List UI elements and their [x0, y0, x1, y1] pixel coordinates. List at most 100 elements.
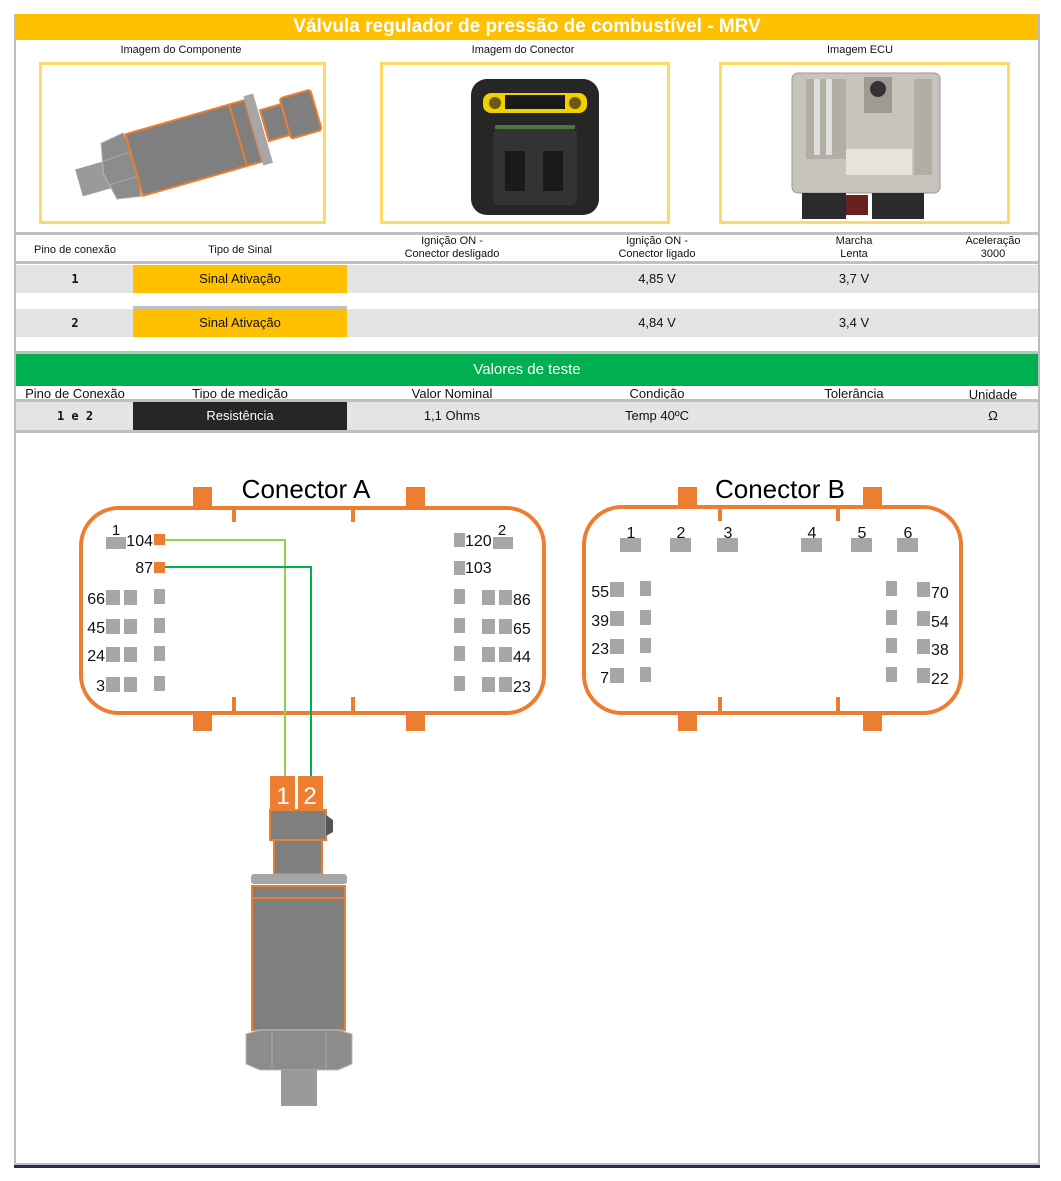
pin-b-22 — [917, 668, 930, 683]
component-neck — [273, 839, 323, 875]
component-pin-2-label: 2 — [303, 783, 316, 810]
pin-b-4 — [801, 538, 822, 552]
connector-image — [380, 62, 670, 224]
header-condition: Condição — [629, 386, 685, 401]
pin-a-66-label: 66 — [87, 591, 105, 608]
header-ign-connected: Ignição ON - Conector ligado — [557, 235, 757, 261]
pin-b-pin — [886, 581, 897, 596]
pin-a-44 — [499, 647, 512, 662]
pin-a-pin — [154, 646, 165, 661]
pin-a-3-label: 3 — [96, 678, 105, 695]
pin-b-pin — [640, 581, 651, 596]
nominal-value: 1,1 Ohms — [423, 408, 481, 423]
connector-b-tab — [863, 715, 882, 731]
pin-b-39-label: 39 — [591, 613, 609, 630]
pin-a-86-label: 86 — [513, 592, 531, 609]
component-drawing: 1 2 — [245, 776, 353, 1106]
component-thread — [281, 1070, 317, 1106]
pin-b-7-label: 7 — [600, 670, 609, 687]
header-accel-line1: Aceleração — [965, 235, 1021, 247]
ecu-image — [719, 62, 1010, 224]
test-row: 1 e 2 Resistência 1,1 Ohms Temp 40ºC Ω — [16, 402, 1038, 430]
pin-b-pin — [886, 610, 897, 625]
connector-a-key — [351, 697, 355, 711]
header-ign-disconnected: Ignição ON - Conector desligado — [347, 235, 557, 261]
pin-b-pin — [640, 610, 651, 625]
divider — [14, 1165, 1040, 1168]
value-ign-connected: 4,84 V — [638, 315, 676, 330]
connector-b-key — [718, 697, 722, 711]
header-unit: Unidade — [968, 387, 1018, 402]
pin-a-45 — [106, 619, 120, 634]
pin-a-104 — [154, 534, 165, 545]
pin-b-2-label: 2 — [677, 525, 686, 542]
connector-b-tab — [678, 487, 697, 506]
pin-b-55-label: 55 — [591, 584, 609, 601]
pin-a-corner-2-label: 2 — [498, 522, 506, 539]
header-measurement: Tipo de medição — [192, 386, 288, 401]
pin-a-65-label: 65 — [513, 621, 531, 638]
header-idle-line2: Lenta — [840, 248, 868, 260]
pin-b-2 — [670, 538, 691, 552]
pin-a-pin — [454, 589, 465, 604]
pin-a-86 — [499, 590, 512, 605]
header-idle-line1: Marcha — [835, 235, 873, 247]
pin-a-3 — [106, 677, 120, 692]
pin-b-22-label: 22 — [931, 671, 949, 688]
pin-a-pin — [482, 619, 495, 634]
connector-b-tab — [863, 487, 882, 506]
header-accel-line2: 3000 — [980, 248, 1006, 260]
pin-a-pin — [124, 677, 137, 692]
pin-a-87 — [154, 562, 165, 573]
signal-table-header: Pino de conexão Tipo de Sinal Ignição ON… — [16, 232, 1038, 265]
connector-b-key — [836, 697, 840, 711]
value-idle: 3,7 V — [838, 271, 870, 286]
pin-b-54 — [917, 611, 930, 626]
pin-b-5-label: 5 — [858, 525, 867, 542]
connector-a-key — [232, 697, 236, 711]
pin-a-pin — [124, 619, 137, 634]
component-hex-nut — [245, 1029, 353, 1071]
pin-a-pin — [454, 646, 465, 661]
pin-a-120 — [454, 533, 465, 547]
pin-a-45-label: 45 — [87, 620, 105, 637]
connector-image-label: Imagem do Conector — [471, 44, 575, 56]
pin-a-23 — [499, 677, 512, 692]
pin-a-pin — [454, 618, 465, 633]
connector-a-tab — [193, 487, 212, 506]
divider — [16, 399, 1038, 402]
pin-b-54-label: 54 — [931, 614, 949, 631]
value-ign-connected: 4,85 V — [638, 271, 676, 286]
signal-type: Sinal Ativação — [133, 309, 347, 337]
pin-a-pin — [482, 590, 495, 605]
wire-pin-104-to-1 — [165, 539, 286, 776]
connector-a-tab — [193, 715, 212, 731]
pin-b-pin — [886, 667, 897, 682]
connector-a-tab — [406, 715, 425, 731]
connector-b-tab — [678, 715, 697, 731]
pin-number: 1 — [71, 272, 79, 286]
pin-a-66 — [106, 590, 120, 605]
component-latch — [326, 815, 333, 836]
test-values-title: Valores de teste — [16, 354, 1038, 386]
header-tolerance: Tolerância — [824, 386, 884, 401]
component-pin-1-tab — [270, 776, 295, 810]
component-body-top — [251, 885, 346, 899]
divider — [14, 1163, 1040, 1165]
pin-b-5 — [851, 538, 872, 552]
pin-a-65 — [499, 619, 512, 634]
header-ign-disconnected-line2: Conector desligado — [404, 248, 500, 260]
page-title: Válvula regulador de pressão de combustí… — [16, 14, 1038, 40]
pin-b-38-label: 38 — [931, 642, 949, 659]
pin-b-4-label: 4 — [808, 525, 817, 542]
connector-b-key — [836, 507, 840, 521]
unit-value: Ω — [988, 408, 998, 423]
component-image — [39, 62, 326, 224]
component-ring — [251, 874, 347, 884]
component-image-label: Imagem do Componente — [120, 44, 242, 56]
pin-b-6 — [897, 538, 918, 552]
pin-a-87-label: 87 — [135, 560, 153, 577]
pin-b-pin — [640, 638, 651, 653]
pin-a-pin — [154, 676, 165, 691]
